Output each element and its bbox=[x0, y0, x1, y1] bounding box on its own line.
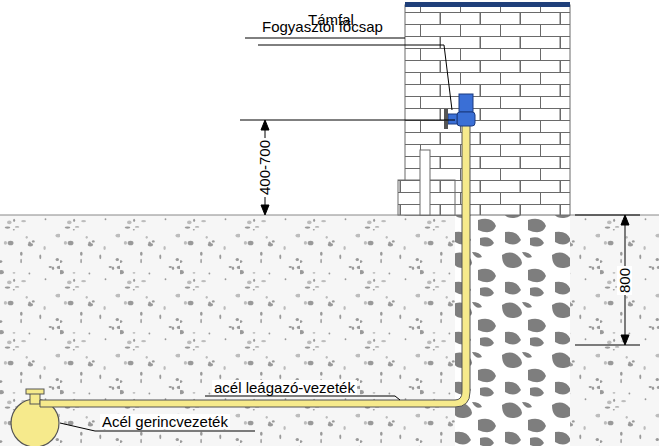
pipe-label: Acél gerincvezeték bbox=[100, 414, 230, 429]
dimension: 400-700 bbox=[258, 137, 273, 196]
dimension: 800 bbox=[618, 265, 633, 294]
pipe-label: acél leágazó-vezeték bbox=[212, 380, 357, 395]
valve-label: Fogyasztói főcsap bbox=[262, 19, 383, 34]
